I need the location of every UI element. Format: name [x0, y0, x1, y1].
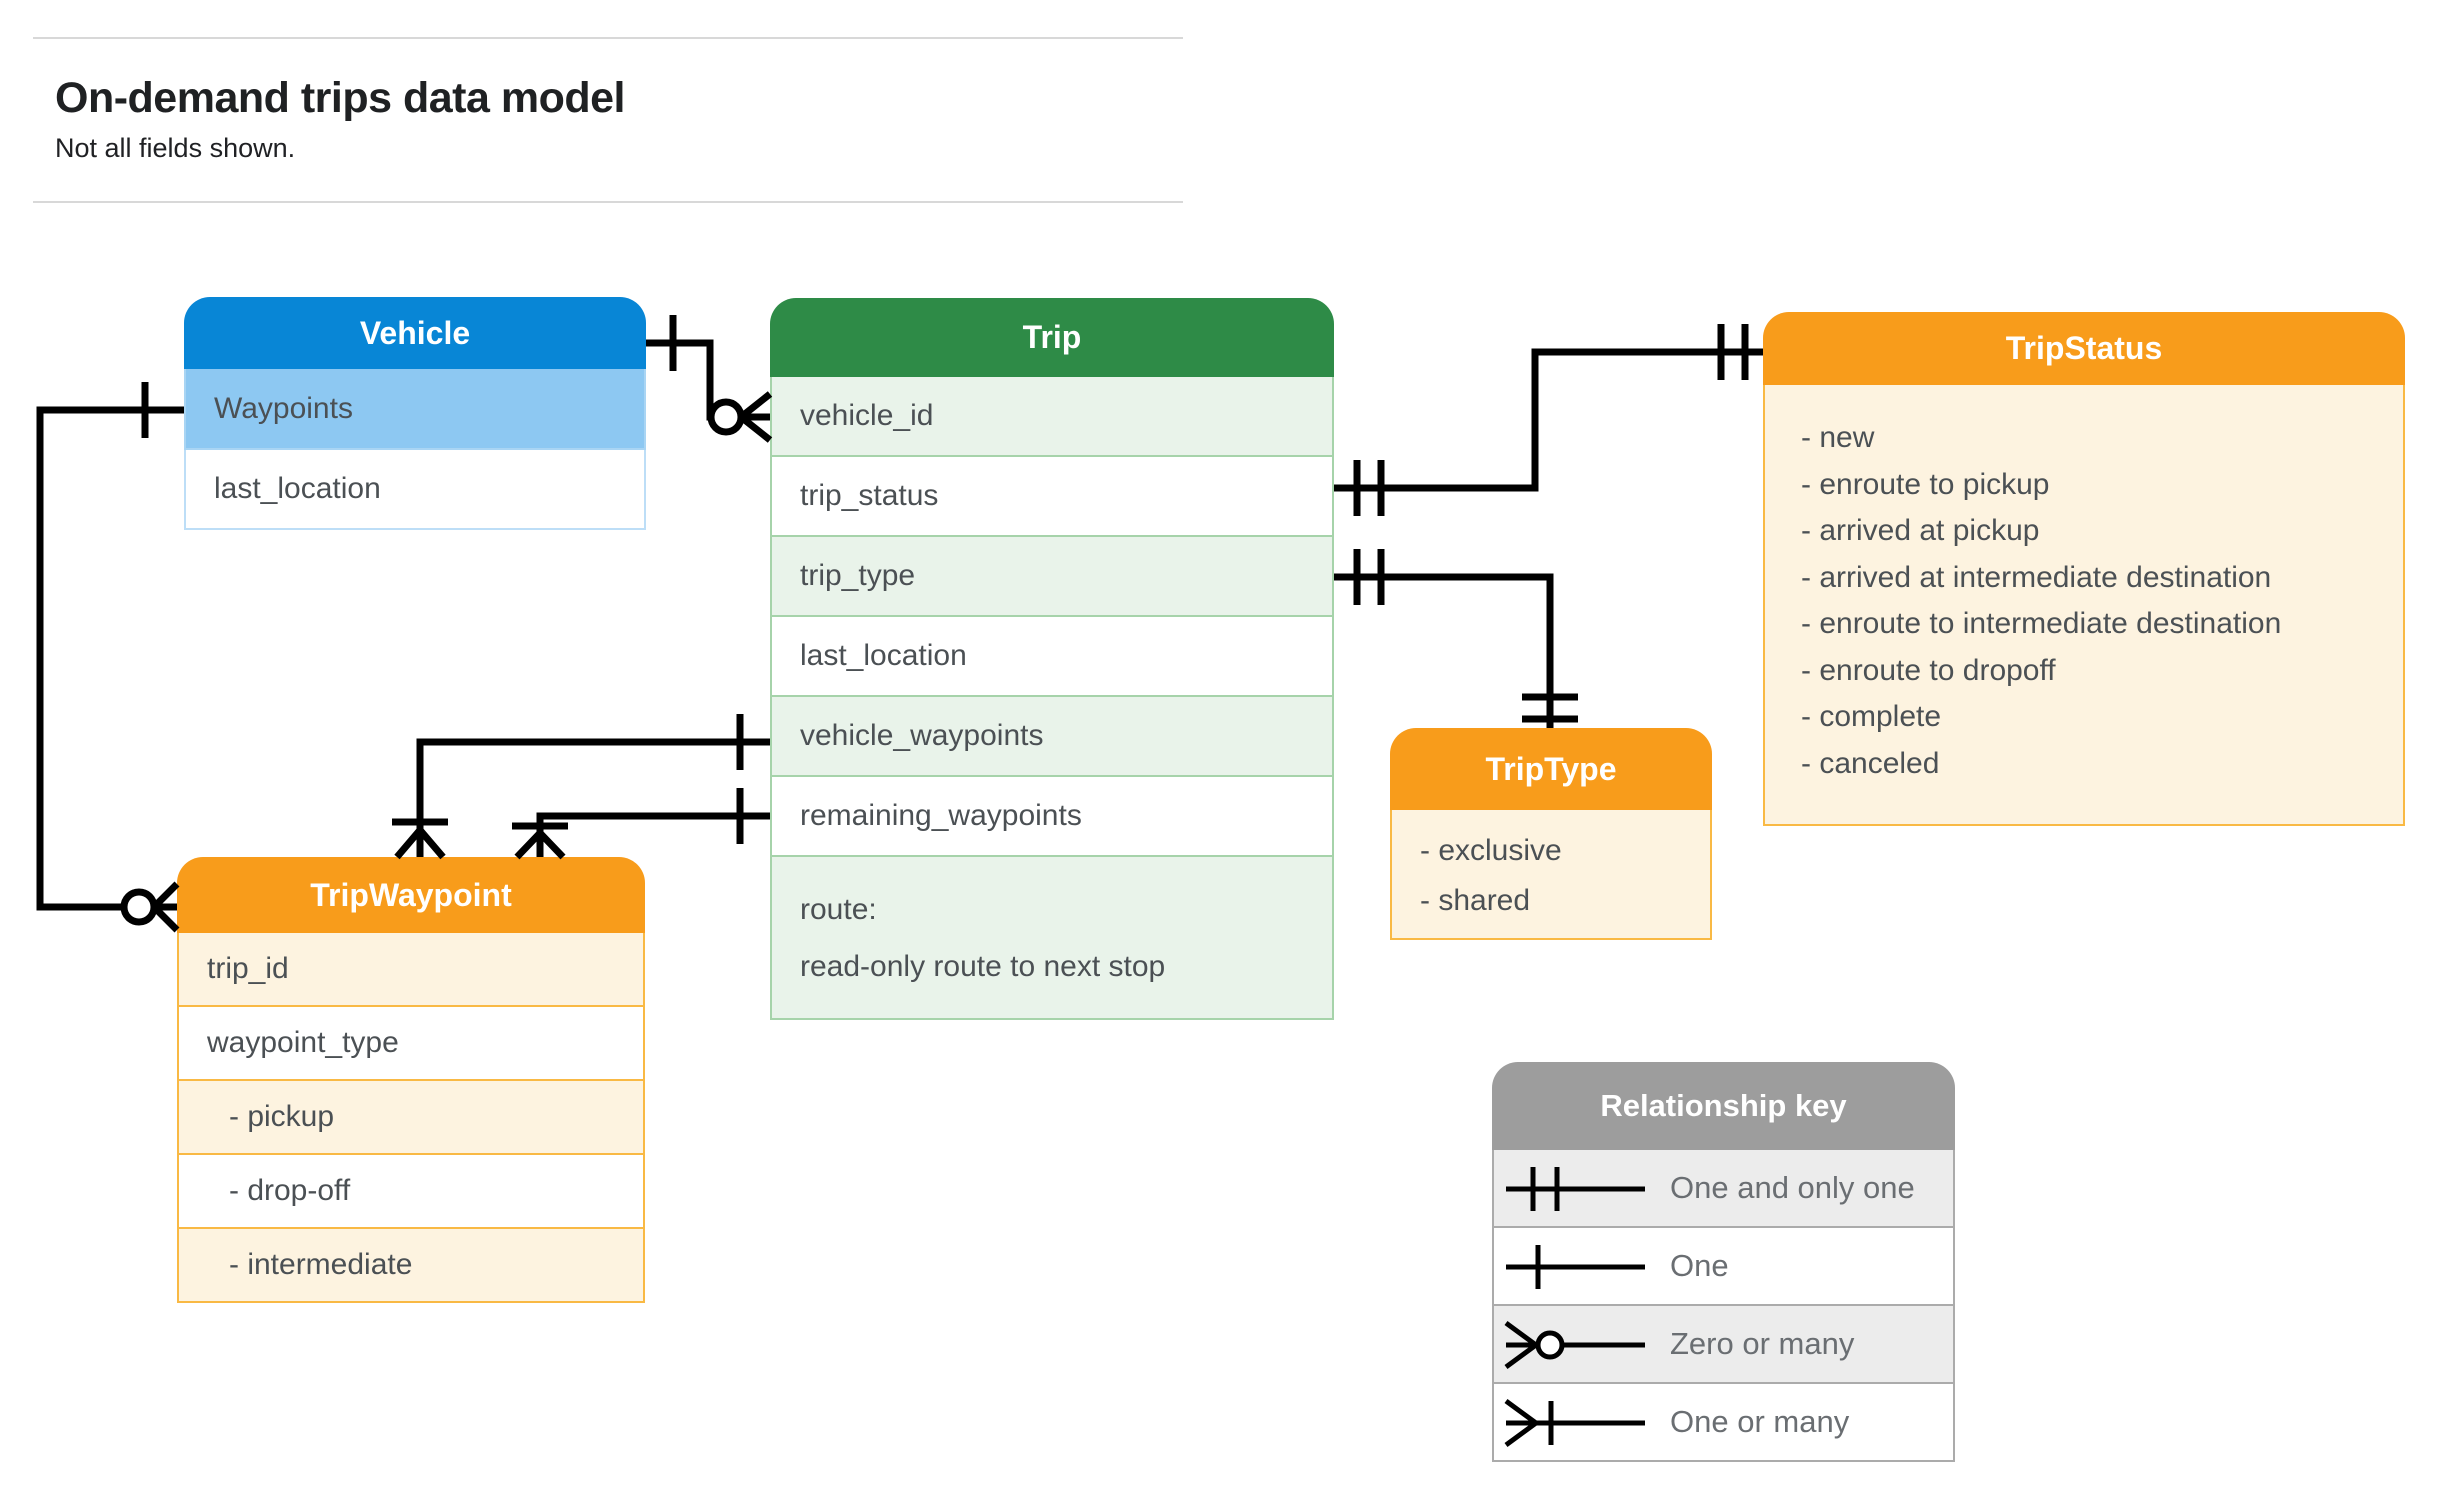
tripwaypoint-row-label: waypoint_type [207, 1026, 399, 1059]
page-subtitle: Not all fields shown. [55, 133, 296, 163]
legend-label: One [1670, 1248, 1729, 1283]
triptype-table-title: TripType [1485, 750, 1617, 787]
legend-row-one: One [1492, 1228, 1955, 1306]
crow-foot-icon [738, 391, 773, 443]
trip-table: Trip vehicle_id trip_status trip_type la… [770, 298, 1334, 1020]
tripstatus-value: - arrived at intermediate destination [1801, 560, 2272, 594]
triptype-value: - shared [1420, 884, 1531, 917]
tripstatus-table-header: TripStatus [1763, 312, 2405, 385]
relationship-key: Relationship key One and only one One Ze… [1492, 1062, 1955, 1462]
relationship-key-title: Relationship key [1600, 1088, 1847, 1123]
connector-trip-status-to-tripstatus [1334, 324, 1763, 516]
connector-vehicle-waypoints-to-tripwaypoint [392, 714, 770, 860]
trip-row-route: route: read-only route to next stop [770, 857, 1334, 1020]
trip-row-remaining-waypoints: remaining_waypoints [770, 777, 1334, 857]
connector-remaining-waypoints-to-tripwaypoint [512, 788, 770, 860]
trip-row-label: remaining_waypoints [800, 799, 1082, 832]
tripwaypoint-row-waypoint-type: waypoint_type [177, 1007, 645, 1081]
vehicle-table-header: Vehicle [184, 297, 646, 369]
crow-foot-icon [514, 830, 566, 860]
vehicle-row-label: last_location [214, 472, 381, 505]
trip-table-title: Trip [1022, 319, 1082, 355]
connector-trip-type-to-triptype [1334, 549, 1578, 728]
vehicle-row-waypoints: Waypoints [184, 369, 646, 450]
top-divider [33, 37, 1183, 39]
legend-label: Zero or many [1670, 1326, 1855, 1361]
connector-tripwaypoint-to-vehicle-waypoints [36, 382, 184, 933]
legend-row-one-or-many: One or many [1492, 1384, 1955, 1462]
tripwaypoint-row-label: trip_id [207, 952, 289, 985]
connector-vehicle-to-trip-vehicle-id [646, 315, 773, 443]
relationship-key-header: Relationship key [1492, 1062, 1955, 1150]
tripstatus-value: - canceled [1801, 746, 1940, 780]
trip-row-label: vehicle_id [800, 399, 934, 432]
tripstatus-value: - complete [1801, 700, 1942, 733]
vehicle-row-label: Waypoints [214, 391, 353, 425]
zero-or-many-circle [120, 888, 158, 926]
tripstatus-value: - enroute to intermediate destination [1801, 607, 2282, 640]
tripwaypoint-value-label: - pickup [229, 1100, 335, 1133]
connector-line [36, 406, 184, 911]
legend-label: One and only one [1670, 1170, 1915, 1205]
trip-row-last-location: last_location [770, 617, 1334, 697]
tripstatus-value: - enroute to pickup [1801, 467, 2050, 501]
tripwaypoint-table-title: TripWaypoint [310, 876, 512, 913]
trip-route-description: read-only route to next stop [800, 950, 1166, 983]
tripwaypoint-value-pickup: - pickup [177, 1081, 645, 1155]
tripstatus-value: - enroute to dropoff [1801, 653, 2056, 687]
vehicle-row-last-location: last_location [184, 450, 646, 530]
trip-row-trip-type: trip_type [770, 537, 1334, 617]
tripwaypoint-value-intermediate: - intermediate [177, 1229, 645, 1303]
one-and-only-one-ticks [1353, 549, 1385, 605]
tripstatus-value: - arrived at pickup [1801, 514, 2040, 547]
trip-table-header: Trip [770, 298, 1334, 377]
page-title: On-demand trips data model [55, 74, 625, 122]
trip-row-vehicle-waypoints: vehicle_waypoints [770, 697, 1334, 777]
legend-row-one-and-only-one: One and only one [1492, 1150, 1955, 1228]
trip-row-label: last_location [800, 639, 967, 672]
tripwaypoint-table-header: TripWaypoint [177, 857, 645, 933]
vehicle-table: Vehicle Waypoints last_location [184, 297, 646, 530]
trip-row-label: trip_status [800, 479, 939, 512]
triptype-table: TripType - exclusive - shared [1390, 728, 1712, 940]
triptype-value: - exclusive [1420, 834, 1562, 867]
zero-or-many-circle [707, 398, 745, 436]
tripwaypoint-table: TripWaypoint trip_id waypoint_type - pic… [177, 857, 645, 1303]
one-and-only-one-ticks [1353, 460, 1385, 516]
connector-line [1334, 348, 1763, 492]
legend-label: One or many [1670, 1404, 1850, 1439]
one-and-only-one-ticks [1522, 693, 1578, 723]
title-divider [33, 201, 1183, 203]
trip-row-label: trip_type [800, 559, 916, 592]
trip-row-label: vehicle_waypoints [800, 719, 1044, 752]
tripwaypoint-row-trip-id: trip_id [177, 933, 645, 1007]
connector-line [646, 339, 770, 421]
connector-line [536, 812, 770, 857]
legend-row-zero-or-many: Zero or many [1492, 1306, 1955, 1384]
vehicle-table-title: Vehicle [359, 314, 471, 351]
one-and-only-one-ticks [1717, 324, 1749, 380]
trip-row-trip-status: trip_status [770, 457, 1334, 537]
tripstatus-value: - new [1801, 421, 1875, 454]
triptype-values: - exclusive - shared [1390, 810, 1712, 940]
tripwaypoint-value-label: - drop-off [229, 1174, 351, 1207]
tripstatus-table: TripStatus - new - enroute to pickup - a… [1763, 312, 2405, 826]
tripstatus-values: - new - enroute to pickup - arrived at p… [1763, 385, 2405, 826]
connector-line [1334, 573, 1554, 728]
triptype-table-header: TripType [1390, 728, 1712, 810]
tripwaypoint-value-dropoff: - drop-off [177, 1155, 645, 1229]
connector-line [416, 738, 770, 857]
trip-row-vehicle-id: vehicle_id [770, 377, 1334, 457]
trip-route-label: route: [800, 893, 877, 926]
crow-foot-icon [394, 827, 446, 860]
crow-foot-icon [151, 881, 180, 933]
tripstatus-table-title: TripStatus [2005, 330, 2163, 366]
tripwaypoint-value-label: - intermediate [229, 1248, 413, 1281]
